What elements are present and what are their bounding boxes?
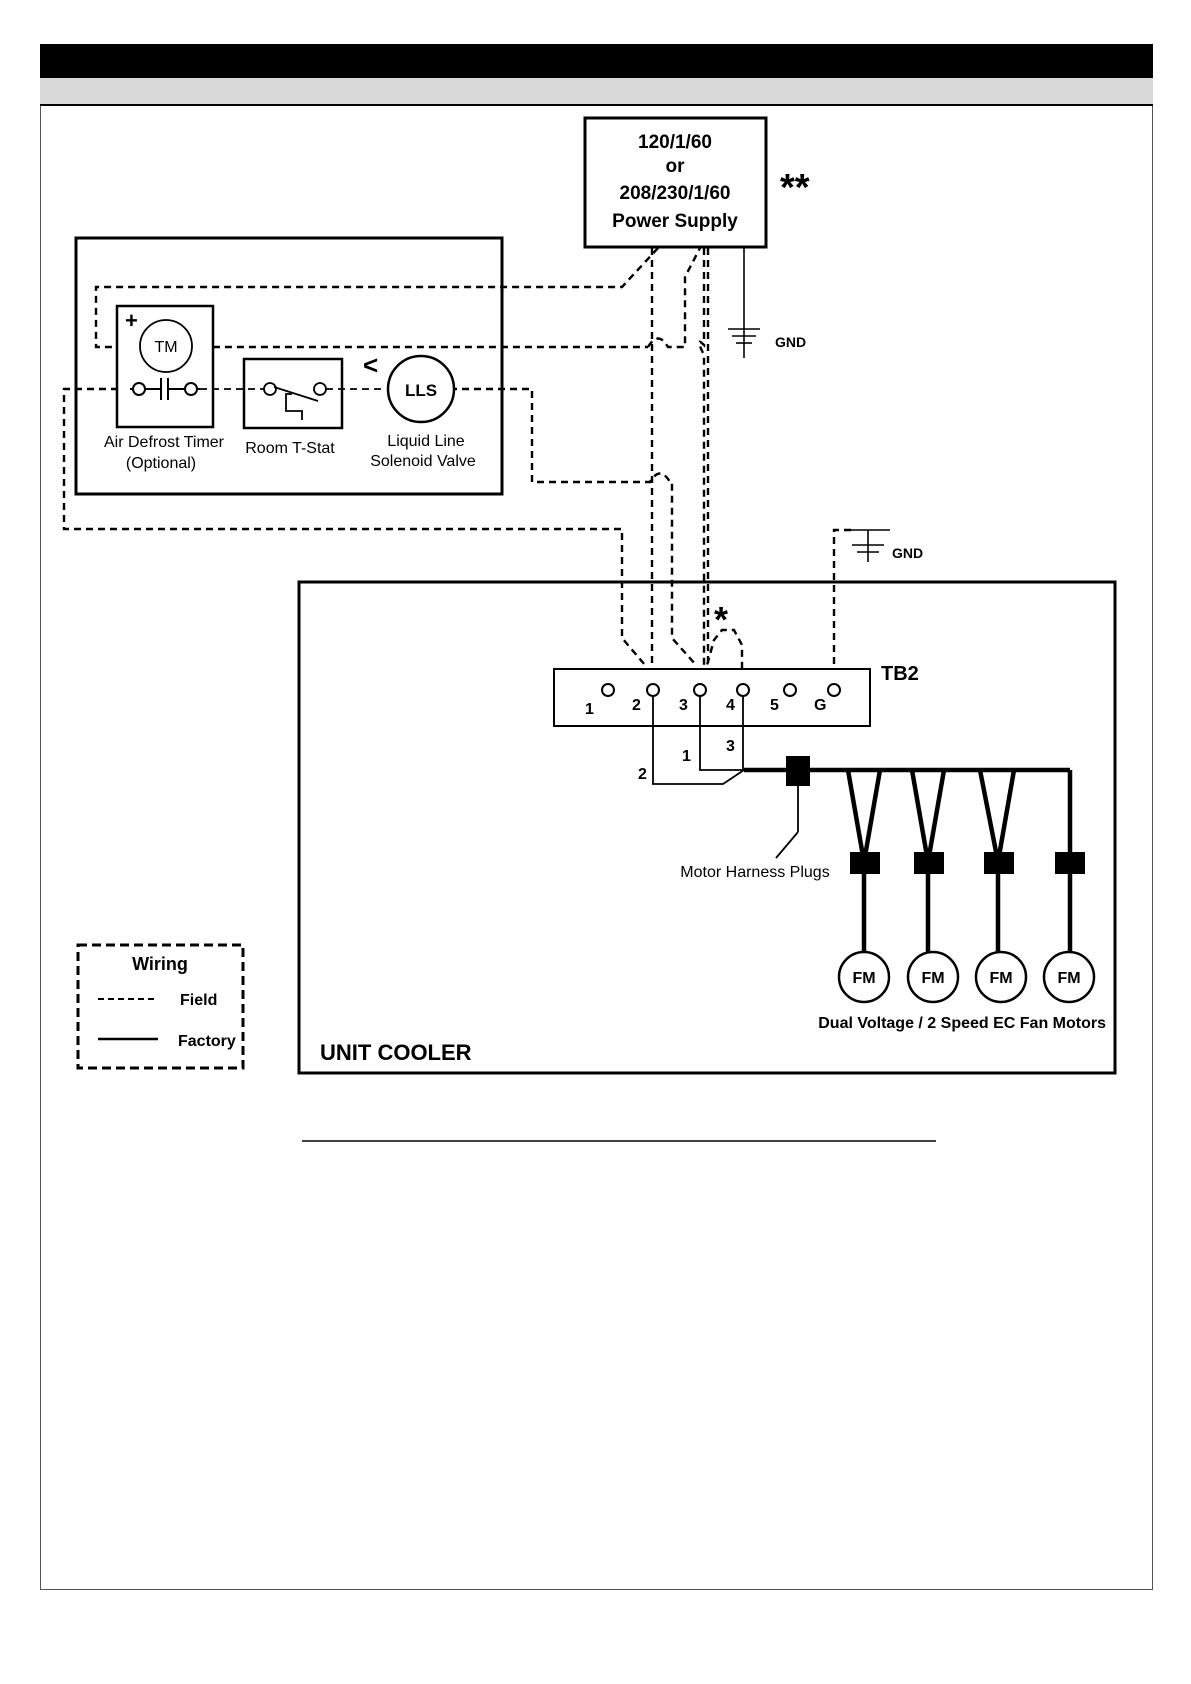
jumper-marker: * xyxy=(714,599,728,640)
terminal-2-label: 2 xyxy=(632,697,641,714)
unit-cooler: UNIT COOLER * TB2 1 2 3 4 5 G xyxy=(299,582,1115,1073)
fan-motor-1-label: FM xyxy=(852,970,875,987)
field-wire-solenoid-loop xyxy=(450,389,696,665)
unit-cooler-title: UNIT COOLER xyxy=(320,1040,472,1065)
legend-field-label: Field xyxy=(180,992,217,1009)
legend-factory-label: Factory xyxy=(178,1033,236,1050)
terminal-3-label: 3 xyxy=(679,697,688,714)
unit-ground xyxy=(845,530,890,562)
power-supply-note-marker: ** xyxy=(780,167,810,209)
field-wire-timer-loop xyxy=(64,389,645,665)
timer-caption-line-2: (Optional) xyxy=(126,455,196,472)
arrow-symbol: < xyxy=(363,350,378,380)
motor-plug-1 xyxy=(850,852,880,874)
terminal-block-label: TB2 xyxy=(881,663,919,685)
supply-ground xyxy=(728,248,760,358)
terminal-3-screw xyxy=(694,684,706,696)
solenoid-caption-line-1: Liquid Line xyxy=(387,433,465,450)
timer-caption-line-1: Air Defrost Timer xyxy=(104,434,225,451)
power-supply-line-2: or xyxy=(666,156,686,177)
terminal-g-screw xyxy=(828,684,840,696)
motor-plug-4 xyxy=(1055,852,1085,874)
plus-sign: + xyxy=(125,308,138,333)
thermostat-caption: Room T-Stat xyxy=(245,440,335,457)
unit-gnd-label: GND xyxy=(892,545,923,561)
terminal-4-screw xyxy=(737,684,749,696)
motor-harness xyxy=(744,770,1070,955)
power-supply: 120/1/60 or 208/230/1/60 Power Supply ** xyxy=(585,118,810,247)
terminal-1-label: 1 xyxy=(585,701,594,718)
timer-motor-label: TM xyxy=(154,339,177,356)
harness-wire-label-2: 2 xyxy=(638,766,647,783)
motor-plug-3 xyxy=(984,852,1014,874)
fan-motor-2-label: FM xyxy=(921,970,944,987)
field-wire-ground xyxy=(834,530,856,676)
harness-caption: Motor Harness Plugs xyxy=(680,864,829,881)
supply-gnd-label: GND xyxy=(775,334,806,350)
solenoid-caption-line-2: Solenoid Valve xyxy=(370,453,476,470)
wiring-legend: Wiring Field Factory xyxy=(78,945,243,1068)
legend-title: Wiring xyxy=(132,954,188,974)
field-wire-feed-3 xyxy=(699,248,704,676)
terminal-4-label: 4 xyxy=(726,697,735,714)
main-harness-plug xyxy=(786,756,810,786)
fan-motors: FM FM FM FM xyxy=(839,952,1094,1002)
terminal-g-label: G xyxy=(814,697,826,714)
terminal-5-screw xyxy=(784,684,796,696)
harness-wire-label-1: 1 xyxy=(682,748,691,765)
solenoid-label: LLS xyxy=(405,381,437,400)
field-wire-supply-return xyxy=(648,248,700,347)
motor-plug-2 xyxy=(914,852,944,874)
harness-wire-label-3: 3 xyxy=(726,738,735,755)
control-panel: + TM < xyxy=(76,238,502,494)
fan-caption: Dual Voltage / 2 Speed EC Fan Motors xyxy=(818,1015,1106,1032)
terminal-2-screw xyxy=(647,684,659,696)
terminal-5-label: 5 xyxy=(770,697,779,714)
power-supply-line-3: 208/230/1/60 xyxy=(620,183,731,204)
power-supply-line-4: Power Supply xyxy=(612,211,738,232)
power-supply-line-1: 120/1/60 xyxy=(638,132,712,153)
fan-motor-4-label: FM xyxy=(1057,970,1080,987)
terminal-1-screw xyxy=(602,684,614,696)
fan-motor-3-label: FM xyxy=(989,970,1012,987)
